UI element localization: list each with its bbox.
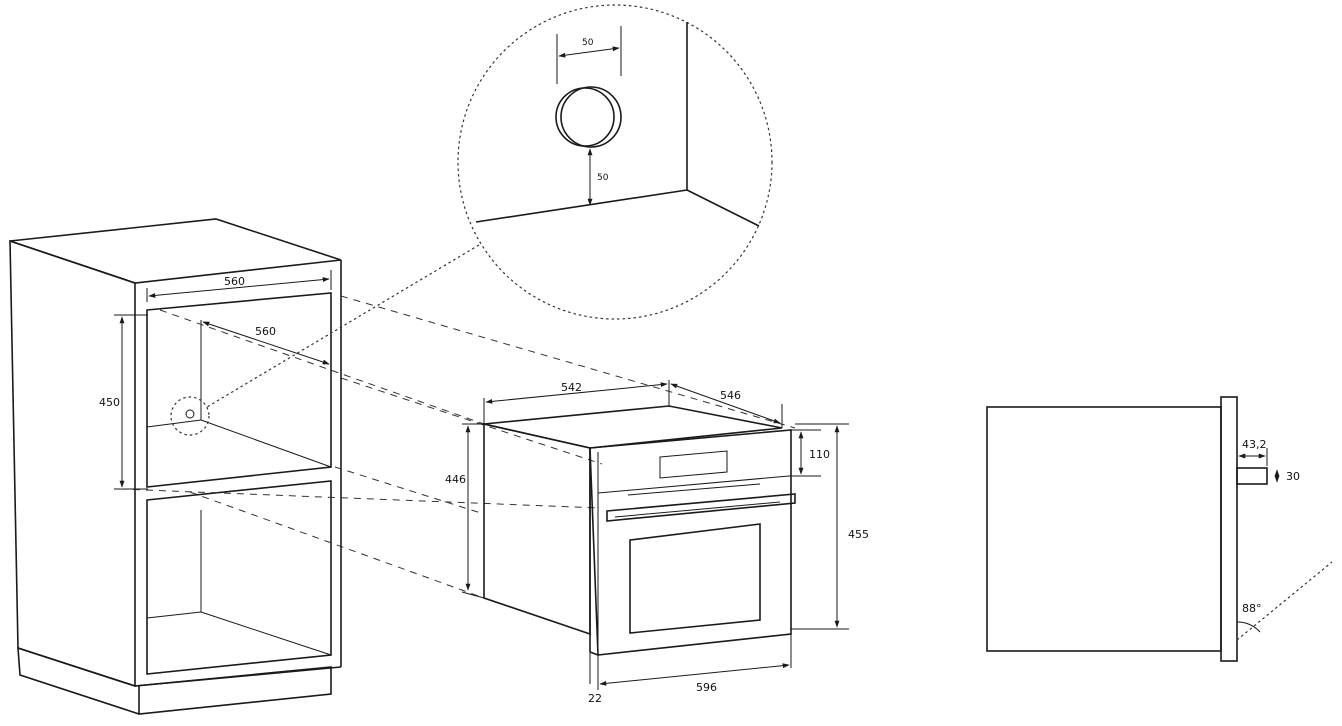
dim-panel-height: 110: [809, 448, 830, 461]
socket-detail: 50 50: [206, 4, 773, 408]
oven: [483, 405, 796, 656]
dim-front-width: 596: [696, 681, 717, 694]
dim-handle-height: 30: [1286, 470, 1300, 483]
dim-cabinet-depth: 560: [255, 325, 276, 338]
socket-icon: [185, 409, 195, 419]
dim-front-thickness: 22: [588, 692, 602, 705]
oven-handle: [606, 493, 796, 522]
side-door: [1220, 396, 1238, 662]
dim-door-angle: 88°: [1242, 602, 1262, 615]
socket-face-icon: [555, 87, 615, 147]
display-window: [659, 450, 728, 479]
dim-front-height: 455: [848, 528, 869, 541]
socket-detail-marker: [170, 396, 210, 436]
dim-cabinet-width: 560: [224, 275, 245, 288]
dim-door-offset: 43,2: [1242, 438, 1267, 451]
side-handle: [1236, 467, 1268, 485]
socket-outer-icon: [560, 86, 622, 148]
dim-detail-horizontal: 50: [582, 38, 594, 48]
cabinet-dimensions: 560 560 450: [99, 270, 332, 490]
side-view: 88° 43,2 30: [986, 396, 1333, 662]
dim-body-width: 542: [561, 381, 582, 394]
door-window: [629, 523, 761, 634]
dim-body-depth: 546: [720, 389, 741, 402]
dim-body-height: 446: [445, 473, 466, 486]
oven-dimensions: 542 546 446 110 455 596 22: [445, 380, 869, 705]
dim-niche-height: 450: [99, 396, 120, 409]
projection-lines: [119, 295, 796, 599]
dim-detail-vertical: 50: [597, 173, 609, 183]
